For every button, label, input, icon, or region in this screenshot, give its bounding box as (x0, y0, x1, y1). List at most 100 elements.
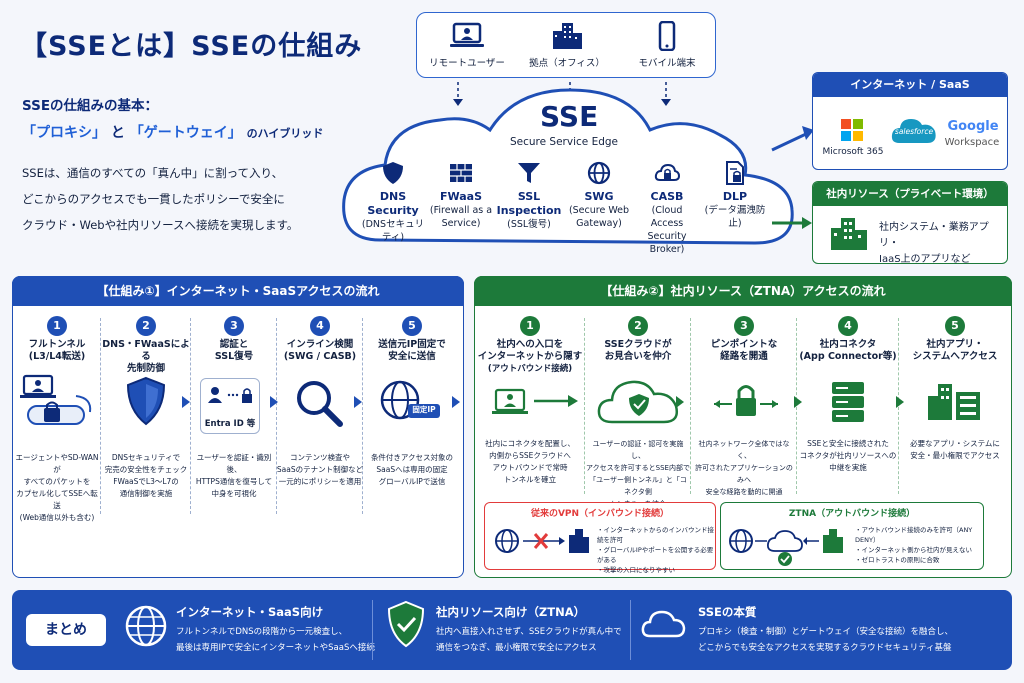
hybrid-suffix: のハイブリッド (246, 127, 324, 140)
laptop-outbound-icon (492, 388, 578, 414)
desc-line: 一元的にポリシーを適用 (278, 477, 362, 486)
step-number: 3 (734, 316, 754, 336)
office-building-icon (553, 23, 582, 49)
step-number: 5 (402, 316, 422, 336)
service-desc: (Cloud Access Security Broker) (647, 205, 687, 255)
cloud-arrows (771, 126, 814, 229)
step-title: DNS・FWaaSによる (102, 339, 190, 362)
summary-desc: プロキシ（検査・制御）とゲートウェイ（安全な接続）を融合し、 どこからでも安全な… (698, 624, 953, 656)
vpn-point: ・グローバルIPやポートを公開する必要がある (597, 546, 714, 564)
internal-description: 社内システム・業務アプリ・ IaaS上のアプリなど (879, 220, 1007, 263)
summary-line: 通信をつなぎ、最小権限で安全にアクセス (436, 643, 597, 653)
connector-server-icon (832, 382, 864, 422)
intro-description: SSEは、通信のすべての「真ん中」に割って入り、 どこからのアクセスでも一貫した… (22, 160, 352, 238)
user-label: モバイル端末 (638, 58, 696, 69)
sse-cloud (342, 88, 794, 245)
desc-line: 条件付きアクセス対象の (370, 453, 454, 462)
lock-path-icon (714, 385, 778, 416)
desc-line: トンネルを確立 (503, 475, 557, 484)
vpn-point: ・攻撃の入口になりやすい (597, 566, 675, 574)
step-title: 安全に送信 (388, 351, 436, 362)
service-desc: (データ漏洩防止) (704, 205, 766, 229)
desc-line: エージェントやSD-WANが (15, 453, 99, 474)
flow1-step-3: 3 認証と SSL復号 (192, 316, 276, 363)
user-key-icon (208, 387, 252, 403)
intro-line: クラウド・Webや社内リソースへ接続を実現します。 (22, 218, 299, 232)
cloud-icon (641, 610, 686, 638)
globe-icon (125, 605, 167, 647)
cloud-lock-icon (654, 163, 680, 181)
service-dns: DNS Security (DNSセキュリティ) (360, 160, 426, 244)
desc-line: 中身を可視化 (211, 489, 257, 498)
step-title: (SWG / CASB) (283, 351, 357, 362)
smartphone-icon (658, 21, 676, 51)
shield-check-icon (387, 600, 425, 648)
step-title: 送信元IP固定で (378, 339, 446, 350)
google-label: Google (941, 119, 1005, 134)
internet-saas-header: インターネット / SaaS (813, 73, 1007, 97)
desc-line: 中継を実施 (829, 463, 867, 472)
flow2-header: 【仕組み②】社内リソース（ZTNA）アクセスの流れ (474, 276, 1012, 306)
laptop-user-icon (450, 22, 484, 47)
desc-line: FWaaSでL3～L7の (113, 477, 179, 486)
step-desc: SSEと安全に接続されたコネクタが社内リソースへの中継を実施 (798, 438, 898, 474)
summary-desc: 社内へ直接入れさせず、SSEクラウドが真ん中で 通信をつなぎ、最小権限で安全にア… (436, 624, 622, 656)
step-number: 5 (945, 316, 965, 336)
user-office: 拠点（オフィス） (522, 21, 612, 69)
step-desc: ユーザーを認証・識別後、HTTPS通信を復号して中身を可視化 (190, 452, 278, 500)
step-title: 経路を開通 (720, 351, 768, 362)
step-number: 1 (47, 316, 67, 336)
users-box: リモートユーザー 拠点（オフィス） モバイル端末 (416, 12, 716, 78)
summary-line: どこからでも安全なアクセスを実現するクラウドセキュリティ基盤 (698, 643, 952, 653)
step-title: (App Connector等) (799, 351, 897, 362)
step-title: インターネットから隠す (477, 351, 583, 362)
summary-line: フルトンネルでDNSの段階から一元検査し、 (176, 627, 348, 637)
flow1-header: 【仕組み①】インターネット・SaaSアクセスの流れ (12, 276, 464, 306)
internal-header: 社内リソース（プライベート環境） (813, 182, 1007, 206)
service-name: SWG (584, 190, 614, 203)
sse-title: SSE (540, 100, 599, 133)
vpn-header: 従来のVPN（インバウンド接続） (530, 509, 670, 519)
vpn-comparison-box: 従来のVPN（インバウンド接続） ・インターネットからのインバウンド接続を許可 … (484, 502, 716, 574)
service-casb: CASB (Cloud Access Security Broker) (634, 160, 700, 256)
user-label: 拠点（オフィス） (529, 58, 605, 69)
desc-line: 「ユーザー側トンネル」と「コネクタ側 (589, 476, 687, 496)
flow2-step-2: 2 SSEクラウドが お見合いを仲介 (586, 316, 690, 363)
desc-line: 完売の安全性をチェック (104, 465, 188, 474)
step-title: SSL復号 (214, 351, 254, 362)
summary-line: 社内へ直接入れさせず、SSEクラウドが真ん中で (436, 627, 622, 637)
page-title: 【SSEとは】SSEの仕組み (20, 31, 363, 62)
intro-line: SSEは、通信のすべての「真ん中」に割って入り、 (22, 166, 284, 180)
step-number: 4 (310, 316, 330, 336)
desc-line: カプセル化してSSEへ転送 (16, 489, 98, 510)
divider (362, 318, 363, 514)
document-lock-icon (726, 161, 744, 185)
desc-line: HTTPS通信を復号して (195, 477, 273, 486)
summary-title: インターネット・SaaS向け (176, 605, 324, 619)
flow2-step-4: 4 社内コネクタ (App Connector等) (798, 316, 898, 363)
step-title: お見合いを仲介 (604, 351, 672, 362)
step-number: 2 (628, 316, 648, 336)
ztna-point: ・ゼロトラストの原則に合致 (855, 556, 940, 564)
google-text: Google (947, 119, 999, 134)
divider (630, 600, 631, 660)
salesforce-label: salesforce (894, 127, 934, 136)
divider (690, 318, 691, 494)
desc-line: DNSセキュリティで (111, 453, 181, 462)
summary-desc: フルトンネルでDNSの段階から一元検査し、 最後は専用IPで安全にインターネット… (176, 624, 375, 656)
service-name: DNS Security (367, 190, 419, 217)
shield-icon (383, 162, 403, 184)
desc-line: コンテンツ検査や (290, 453, 350, 462)
step-title: インライン検閲 (286, 339, 354, 350)
service-swg: SWG (Secure Web Gateway) (566, 160, 632, 230)
user-mobile: モバイル端末 (622, 21, 712, 69)
service-desc: (Firewall as a Service) (429, 205, 493, 229)
service-fwaas: FWaaS (Firewall as a Service) (428, 160, 494, 230)
internal-line: 社内システム・業務アプリ・ (879, 222, 989, 249)
step-desc: エージェントやSD-WANがすべてのパケットをカプセル化してSSEへ転送(Web… (14, 452, 100, 524)
intro-line: どこからのアクセスでも一貫したポリシーで安全に (22, 192, 285, 206)
user-remote: リモートユーザー (422, 21, 512, 69)
step-title: (アウトバウンド接続) (487, 364, 573, 374)
